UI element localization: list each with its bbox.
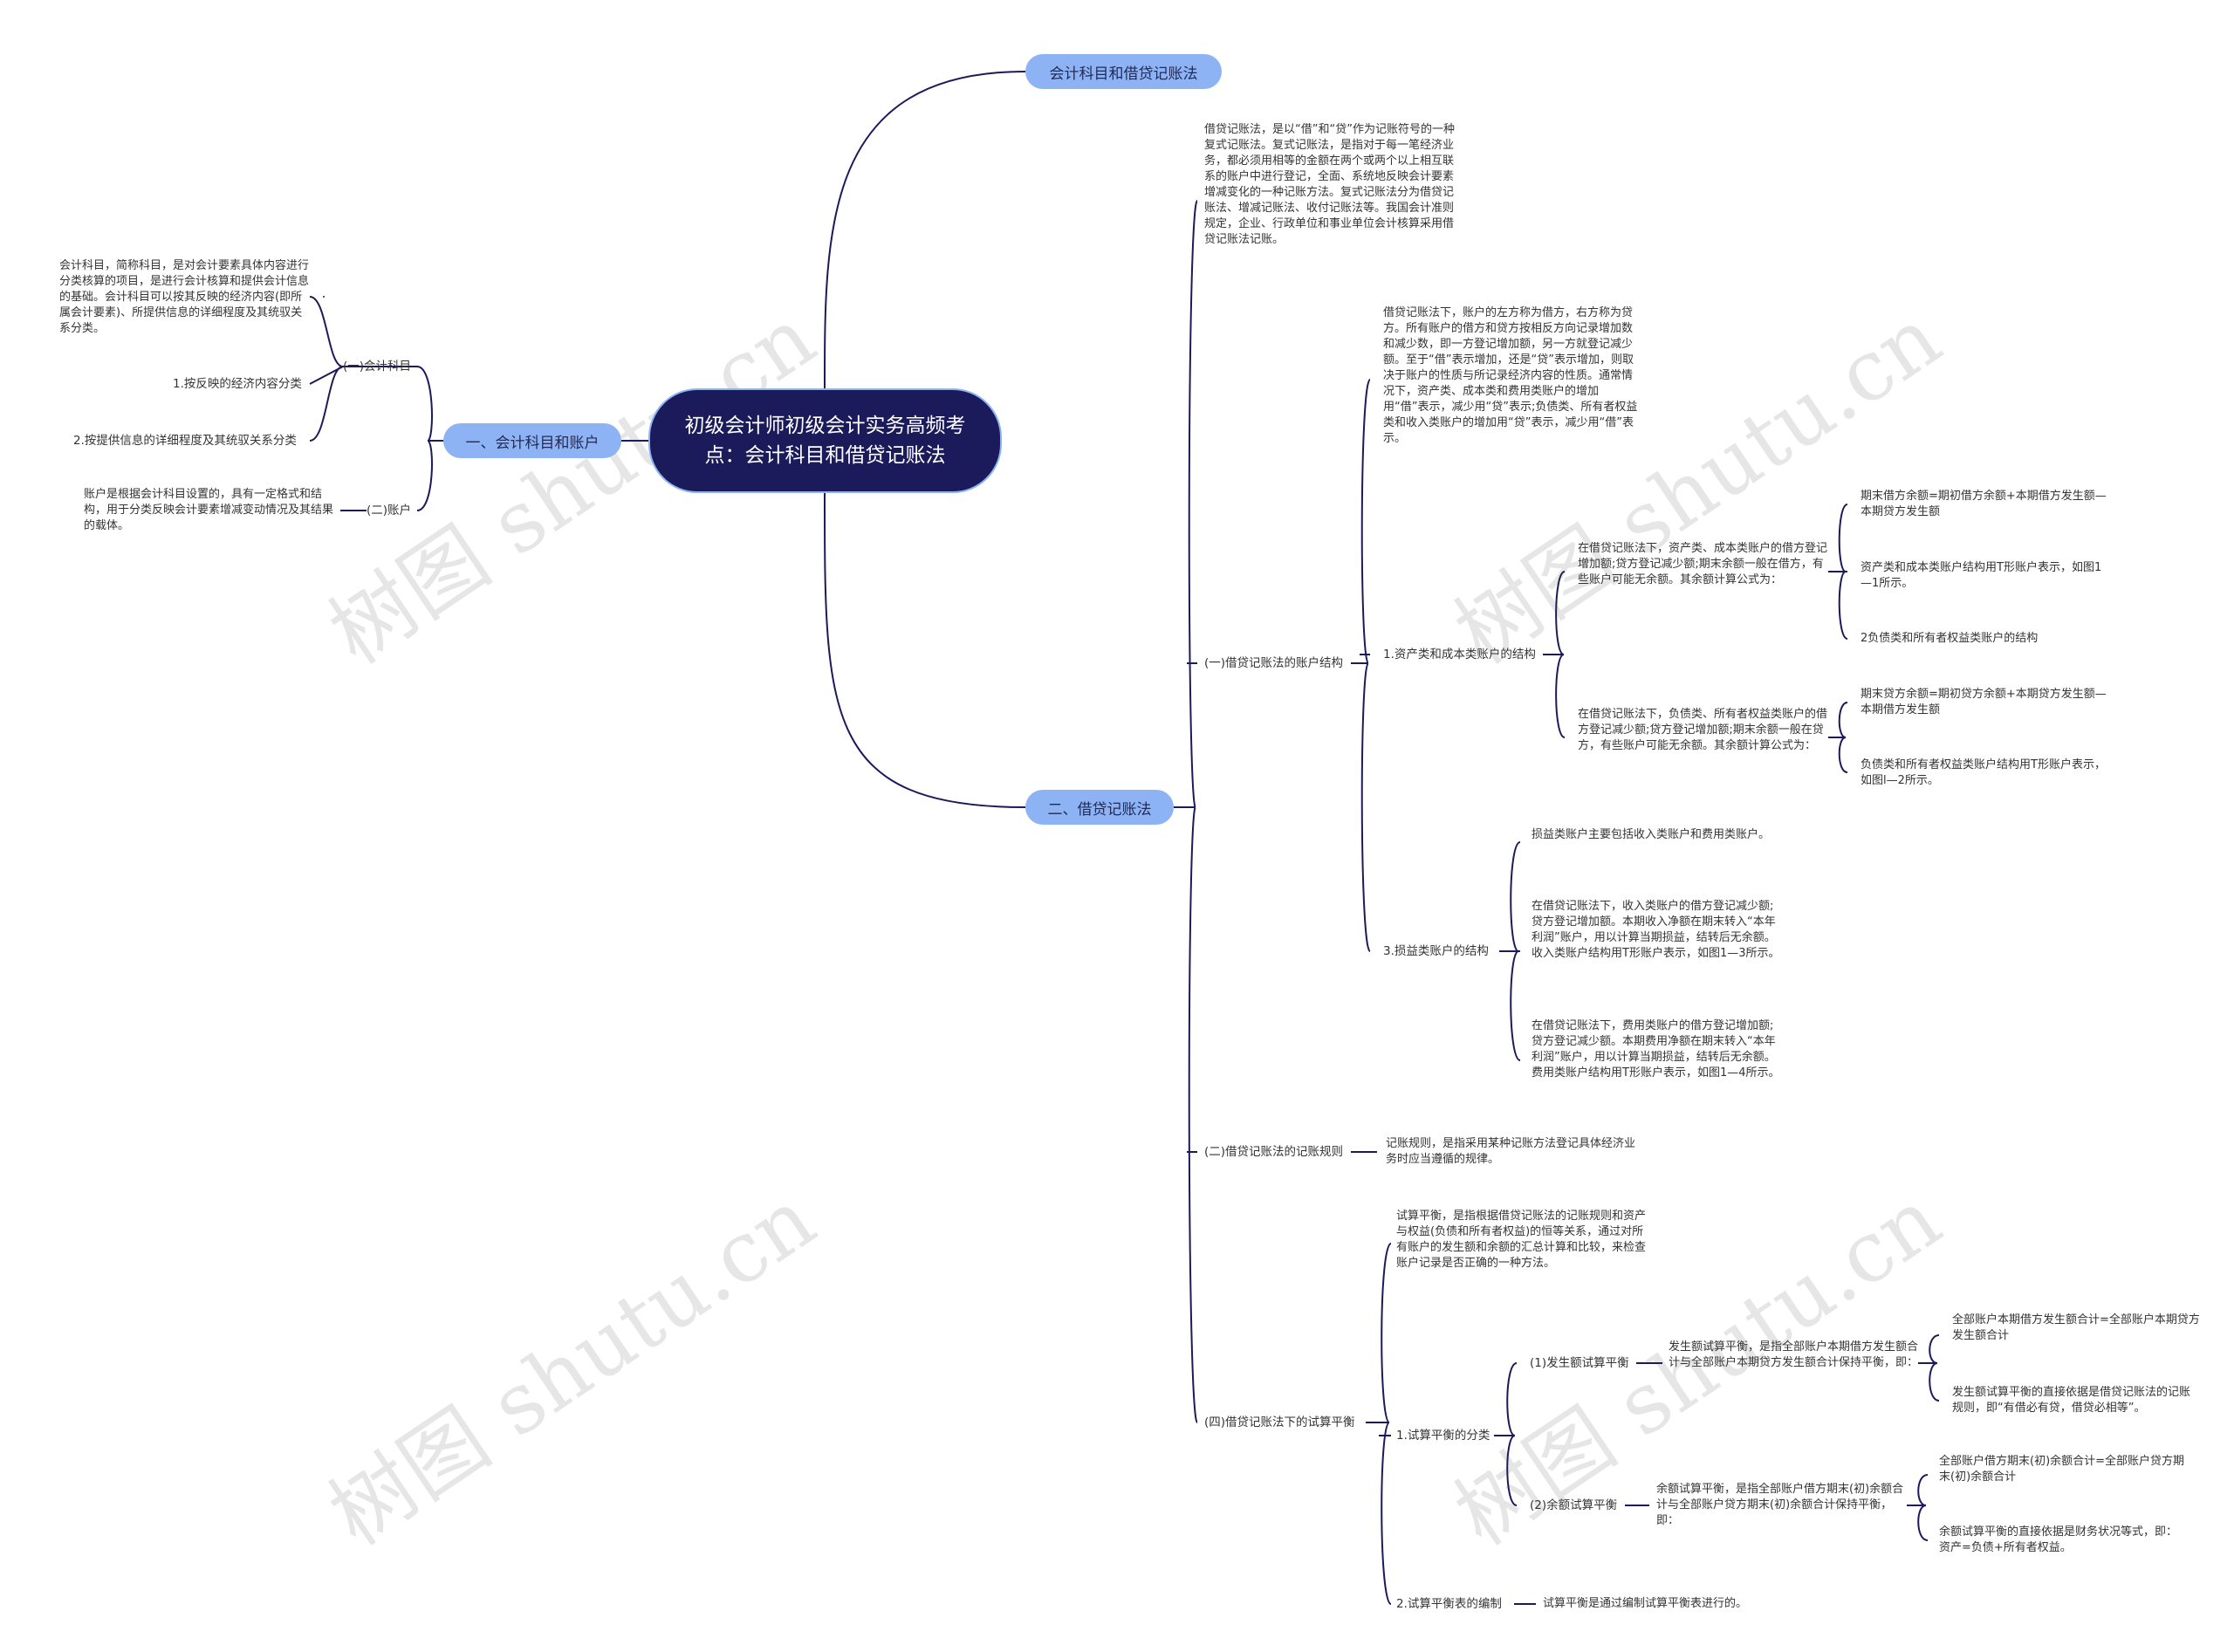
link-c1-stem [1494,1362,1518,1506]
topic-left[interactable]: 一、会计科目和账户 [443,423,621,458]
note-tu-1-2: 负债类和所有者权益类账户结构用T形账户表示，如图l—2所示。 [1861,758,2106,787]
note-jiedai-intro: 借贷记账法，是以“借”和“贷”作为记账符号的一种复式记账法。复式记账法，是指对于… [1204,123,1455,246]
note-sunyi-baokuo: 损益类账户主要包括收入类账户和费用类账户。 [1532,828,1771,841]
formula-fashenge: 全部账户本期借方发生额合计=全部账户本期贷方发生额合计 [1952,1313,2200,1342]
note-fuzhai-jiegou: 2负债类和所有者权益类账户的结构 [1861,632,2039,645]
item-yue-shisuan[interactable]: (2)余额试算平衡 [1530,1498,1618,1512]
item-pinghengbiao[interactable]: 2.试算平衡表的编制 [1396,1597,1502,1611]
link-s4-stem [1366,1243,1392,1605]
item-zichan-chengben[interactable]: 1.资产类和成本类账户的结构 [1383,648,1536,661]
note-kuaiji-kemu: 会计科目，简称科目，是对会计要素具体内容进行分类核算的项目，是进行会计核算和提供… [59,259,310,335]
note-shouru-zhanghu: 在借贷记账法下，收入类账户的借方登记减少额;贷方登记增加额。本期收入净额在期末转… [1532,900,1780,960]
item-sunyi-jiegou[interactable]: 3.损益类账户的结构 [1383,944,1489,958]
sub-jizhang-guize[interactable]: (二)借贷记账法的记账规则 [1204,1145,1344,1159]
note-yue-shisuan: 余额试算平衡，是指全部账户借方期末(初)余额合计与全部账户贷方期末(初)余额合计… [1656,1483,1904,1527]
note-shisuan-pingheng: 试算平衡，是指根据借贷记账法的记账规则和资产与权益(负债和所有者权益)的恒等关系… [1396,1210,1647,1270]
note-zichan-jiegou: 在借贷记账法下，资产类、成本类账户的借方登记增加额;贷方登记减少额;期末余额一般… [1578,542,1828,586]
item-fashenge-shisuan[interactable]: (1)发生额试算平衡 [1530,1356,1629,1370]
link-p1 [1636,1334,1940,1402]
link-s1-stem [1351,379,1371,952]
root-topic[interactable]: 初级会计师初级会计实务高频考点：会计科目和借贷记账法 [648,388,1002,493]
sub-kuaiji-kemu[interactable]: (一)会计科目 [343,360,412,374]
formula-yue: 全部账户借方期末(初)余额合计=全部账户贷方期末(初)余额合计 [1939,1455,2185,1484]
link-a-stem [1543,571,1566,738]
note-zhanghu: 账户是根据会计科目设置的，具有一定格式和结构，用于分类反映会计要素增减变动情况及… [84,488,334,532]
sub-shisuan-pingheng[interactable]: (四)借贷记账法下的试算平衡 [1204,1416,1355,1429]
link-left-sub1 [309,296,344,442]
note-tu-1-1: 资产类和成本类账户结构用T形账户表示，如图1—1所示。 [1861,561,2102,590]
note-pinghengbiao: 试算平衡是通过编制试算平衡表进行的。 [1543,1597,1748,1610]
note-feiyong-zhanghu: 在借贷记账法下，费用类账户的借方登记增加额;贷方登记减少额。本期费用净额在期末转… [1532,1019,1780,1080]
item-shisuan-fenlei[interactable]: 1.试算平衡的分类 [1396,1429,1490,1443]
link-b-stem [1499,841,1521,1061]
note-fashenge-yiju: 发生额试算平衡的直接依据是借贷记账法的记账规则，即“有借必有贷，借贷必相等”。 [1952,1386,2191,1415]
topic-top[interactable]: 会计科目和借贷记账法 [1025,54,1222,89]
link-root-top [824,71,1026,389]
note-fuzhai-jiegou-text: 在借贷记账法下，负债类、所有者权益类账户的借方登记减少额;贷方登记增加额;期末余… [1578,708,1828,752]
topic-right[interactable]: 二、借贷记账法 [1025,790,1174,825]
link-b2-stem [1828,702,1848,773]
sub-zhanghu[interactable]: (二)账户 [367,504,412,518]
note-zhanghu-jiegou: 借贷记账法下，账户的左方称为借方，右方称为贷方。所有账户的借方和贷方按相反方向记… [1383,306,1638,445]
formula-daifang-yue: 期末贷方余额=期初贷方余额+本期贷方发生额—本期借方发生额 [1861,688,2107,716]
link-right-stem [1174,200,1198,1423]
formula-jiefang-yue: 期末借方余额=期初借方余额+本期借方发生额—本期贷方发生额 [1861,490,2107,518]
item-xiangxi-chengdu[interactable]: 2.按提供信息的详细程度及其统驭关系分类 [73,434,297,448]
link-root-right [824,492,1026,808]
note-yue-yiju: 余额试算平衡的直接依据是财务状况等式，即：资产=负债+所有者权益。 [1939,1525,2178,1554]
note-fashenge-shisuan: 发生额试算平衡，是指全部账户本期借方发生额合计与全部账户本期贷方发生额合计保持平… [1669,1340,1919,1369]
link-b1-stem [1828,504,1848,640]
sub-zhanghu-jiegou[interactable]: (一)借贷记账法的账户结构 [1204,656,1344,670]
root-title: 初级会计师初级会计实务高频考点：会计科目和借贷记账法 [684,415,966,467]
link-p2 [1625,1474,1929,1541]
note-jizhang-guize: 记账规则，是指采用某种记账方法登记具体经济业务时应当遵循的规律。 [1386,1137,1636,1166]
link-left-sub [343,366,443,511]
item-jingji-neirong[interactable]: 1.按反映的经济内容分类 [173,377,302,391]
